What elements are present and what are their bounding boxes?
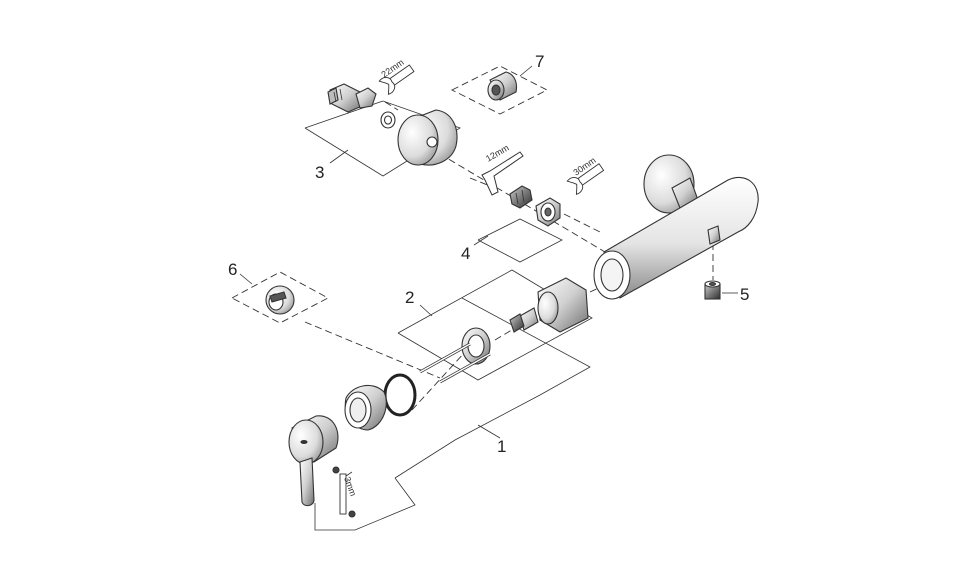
s-union-connector <box>327 83 377 113</box>
leader-group-4 <box>473 218 563 263</box>
knob-insert <box>265 285 295 315</box>
leader-group-1 <box>314 297 591 531</box>
sleeve-ring <box>344 384 387 431</box>
callout-number-7: 7 <box>535 52 544 71</box>
threaded-hex-nipple <box>509 185 533 209</box>
mixer-body <box>593 154 759 300</box>
outlet-nipple <box>704 280 721 300</box>
leader-group-2 <box>397 269 593 381</box>
adapter-fitting <box>487 71 518 101</box>
callout-number-5: 5 <box>740 285 749 304</box>
hex-key-12mm <box>481 151 524 196</box>
hex-key-3mm <box>339 471 353 515</box>
set-screws <box>332 466 356 518</box>
thermostatic-cartridge <box>509 277 589 333</box>
leader-group-6 <box>231 271 329 324</box>
wrench-icon-30mm <box>566 163 605 195</box>
cap-nut <box>535 197 561 227</box>
callout-number-6: 6 <box>228 260 237 279</box>
wrench-icon-22mm <box>378 64 415 95</box>
wall-escutcheon-disc <box>397 109 458 166</box>
callout-number-2: 2 <box>405 288 414 307</box>
washer <box>380 111 396 129</box>
leader-group-3 <box>304 100 461 177</box>
leader-group-7 <box>450 65 548 115</box>
lever-handle <box>288 415 339 507</box>
callout-number-3: 3 <box>315 163 324 182</box>
callout-number-4: 4 <box>461 244 470 263</box>
callout-number-1: 1 <box>497 437 506 456</box>
fixing-bolts <box>419 342 491 384</box>
o-ring-seal <box>383 373 417 417</box>
